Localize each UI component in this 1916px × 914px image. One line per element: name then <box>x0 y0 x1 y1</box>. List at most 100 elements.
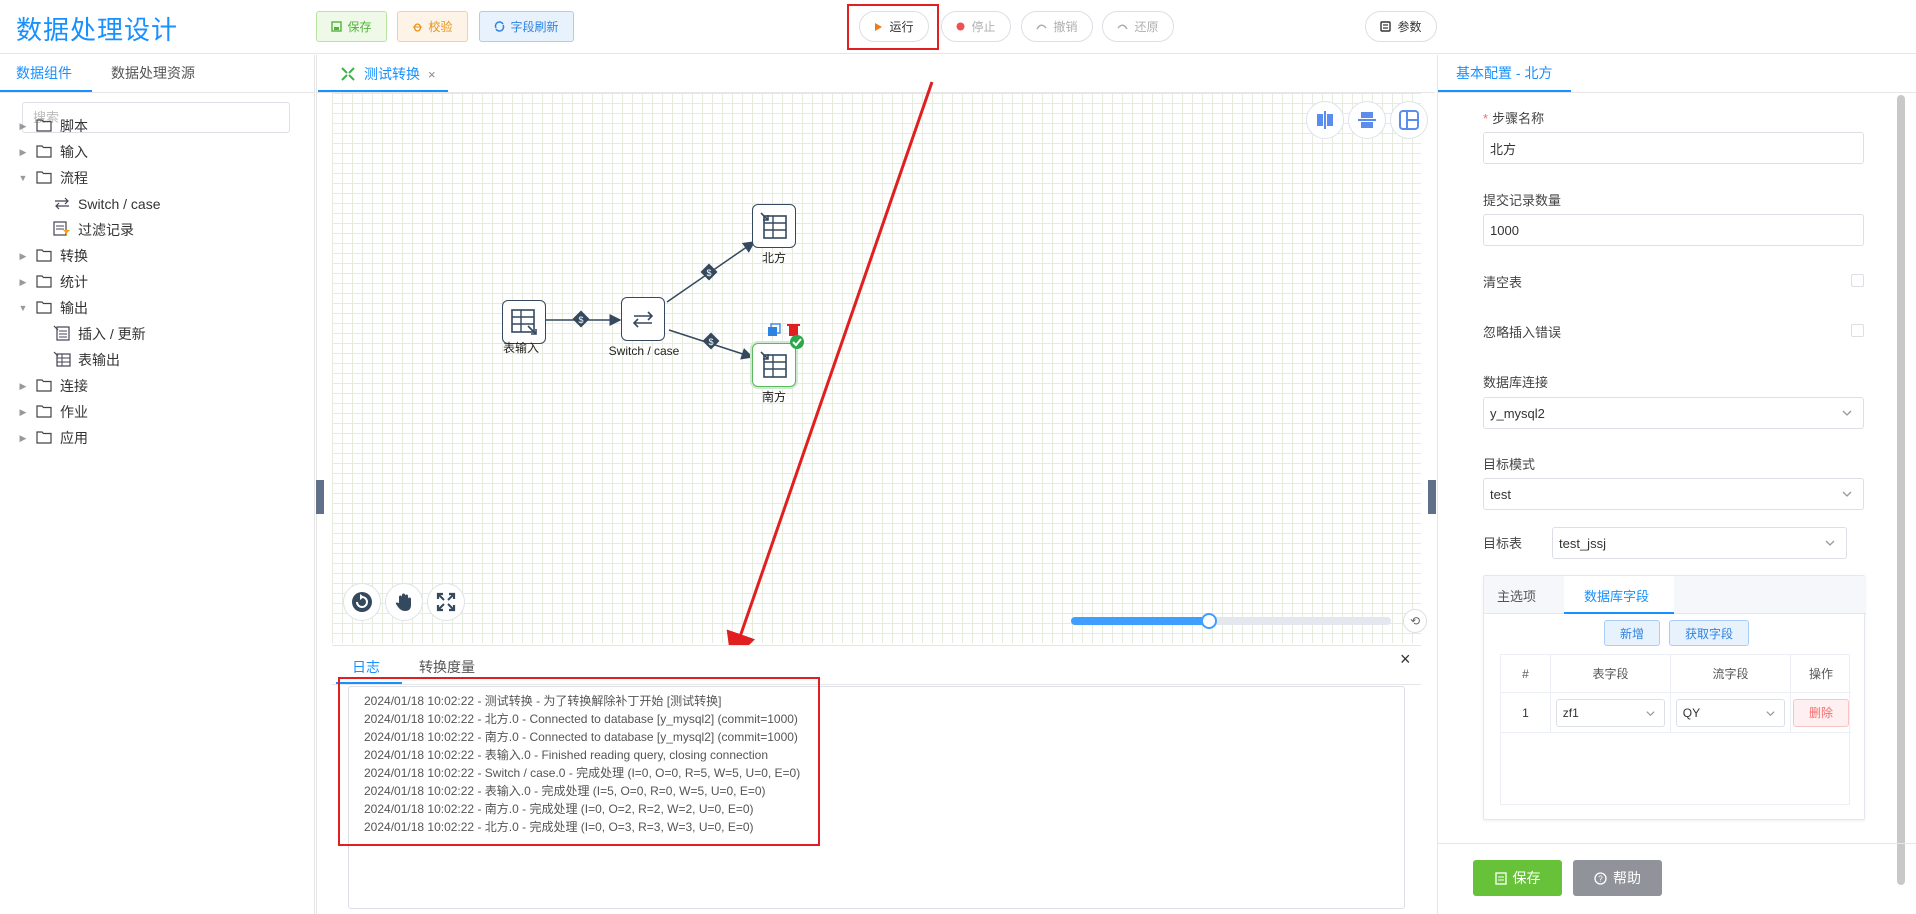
tab-data-resources[interactable]: 数据处理资源 <box>111 65 195 81</box>
col-header-action: 操作 <box>1791 655 1851 693</box>
log-lines: 2024/01/18 10:02:22 - 测试转换 - 为了转换解除补丁开始 … <box>364 692 800 836</box>
table-output-icon <box>760 212 787 239</box>
left-collapse-handle[interactable] <box>316 480 324 514</box>
caret-right-icon[interactable]: ▶ <box>19 432 27 443</box>
step-name-input[interactable]: 北方 <box>1483 132 1864 164</box>
config-save-button[interactable]: 保存 <box>1473 860 1562 896</box>
node-switch-case[interactable] <box>621 297 665 341</box>
tree-component-label: 插入 / 更新 <box>78 326 146 342</box>
add-field-button[interactable]: 新增 <box>1604 620 1660 646</box>
validate-button[interactable]: 校验 <box>397 11 468 42</box>
copy-icon[interactable] <box>768 323 781 336</box>
log-highlight-box <box>338 677 820 846</box>
hop-input-switch[interactable]: $ <box>543 310 622 328</box>
reset-view-icon[interactable] <box>343 583 381 621</box>
tree-folder-label: 应用 <box>60 430 88 446</box>
hand-pan-icon[interactable] <box>385 583 423 621</box>
close-icon[interactable]: × <box>428 66 436 82</box>
undo-button[interactable]: 撤销 <box>1021 11 1093 42</box>
tree-folder-row[interactable]: ▼输出 <box>0 295 315 321</box>
doc-tab-indicator <box>318 90 448 92</box>
db-connection-select[interactable]: y_mysql2 <box>1483 397 1864 429</box>
align-vertical-icon[interactable] <box>1348 101 1386 139</box>
caret-right-icon[interactable]: ▶ <box>19 406 27 417</box>
tree-folder-row[interactable]: ▼流程 <box>0 165 315 191</box>
caret-right-icon[interactable]: ▶ <box>19 120 27 131</box>
node-label-north: 北方 <box>761 251 787 265</box>
delete-row-button[interactable]: 删除 <box>1793 698 1849 727</box>
tree-folder-row[interactable]: ▶转换 <box>0 243 315 269</box>
hop-switch-south[interactable]: $ <box>668 329 754 360</box>
tab-metrics[interactable]: 转换度量 <box>419 659 475 675</box>
search-input[interactable] <box>22 102 290 133</box>
folder-icon <box>36 404 52 421</box>
field-refresh-button[interactable]: 字段刷新 <box>479 11 574 42</box>
app-title: 数据处理设计 <box>16 15 179 45</box>
tab-log[interactable]: 日志 <box>352 659 380 675</box>
ignore-errors-checkbox[interactable] <box>1851 324 1864 337</box>
tab-db-fields[interactable]: 数据库字段 <box>1584 589 1650 604</box>
redo-button[interactable]: 还原 <box>1102 11 1174 42</box>
annotation-arrow <box>726 81 934 663</box>
caret-right-icon[interactable]: ▶ <box>19 250 27 261</box>
help-icon: ? <box>1594 871 1607 885</box>
zoom-slider-handle[interactable] <box>1200 613 1217 629</box>
caret-right-icon[interactable]: ▶ <box>19 146 27 157</box>
table-output-icon <box>760 351 787 378</box>
tab-main-options[interactable]: 主选项 <box>1497 589 1537 604</box>
table-field-select[interactable]: zf1 <box>1555 698 1666 727</box>
tree-component-item[interactable]: Switch / case <box>0 191 315 217</box>
tree-folder-row[interactable]: ▶ 连接 <box>0 373 315 399</box>
layout-icon[interactable] <box>1390 101 1428 139</box>
tree-folder-row[interactable]: ▶ 应用 <box>0 425 315 451</box>
tree-folder-row[interactable]: ▶输入 <box>0 139 315 165</box>
delete-icon[interactable] <box>787 324 800 336</box>
align-horizontal-icon[interactable] <box>1306 101 1344 139</box>
caret-right-icon[interactable]: ▶ <box>19 276 27 287</box>
right-collapse-handle[interactable] <box>1428 480 1436 514</box>
hop-switch-north[interactable]: $ <box>666 241 756 303</box>
folder-icon <box>36 144 52 161</box>
node-table-input[interactable] <box>502 300 546 344</box>
stop-button[interactable]: 停止 <box>941 11 1011 42</box>
run-button[interactable]: 运行 <box>859 11 929 42</box>
node-south[interactable] <box>752 343 796 387</box>
caret-down-icon[interactable]: ▼ <box>18 303 28 313</box>
zoom-reset-icon[interactable]: ⟲ <box>1403 609 1427 633</box>
save-button[interactable]: 保存 <box>316 11 387 42</box>
log-line: 2024/01/18 10:02:22 - 北方.0 - 完成处理 (I=0, … <box>364 820 754 834</box>
undo-icon <box>1036 24 1048 30</box>
truncate-checkbox[interactable] <box>1851 274 1864 287</box>
target-schema-select[interactable]: test <box>1483 478 1864 510</box>
help-button[interactable]: ? 帮助 <box>1573 860 1662 896</box>
tree-folder-label: 连接 <box>60 378 88 394</box>
tab-data-components[interactable]: 数据组件 <box>16 65 72 81</box>
folder-icon <box>36 430 52 447</box>
fetch-fields-button[interactable]: 获取字段 <box>1669 620 1749 646</box>
tab-basic-config[interactable]: 基本配置 - 北方 <box>1456 65 1553 81</box>
step-name-label: *步骤名称 <box>1483 111 1545 126</box>
zoom-slider-track[interactable] <box>1071 617 1391 625</box>
stream-field-select[interactable]: QY <box>1675 698 1786 727</box>
save-button-label: 保存 <box>347 20 372 34</box>
tree-component-item[interactable]: 表输出 <box>0 347 315 373</box>
tree-folder-row[interactable]: ▶作业 <box>0 399 315 425</box>
scrollbar[interactable] <box>1897 95 1905 885</box>
log-textarea[interactable] <box>348 686 1405 909</box>
commit-size-input[interactable]: 1000 <box>1483 214 1864 246</box>
params-button[interactable]: 参数 <box>1365 11 1437 42</box>
node-north[interactable] <box>752 204 796 248</box>
flow-canvas[interactable] <box>332 93 1421 643</box>
close-icon[interactable]: × <box>1400 649 1411 669</box>
col-header-index: # <box>1501 655 1551 693</box>
tree-folder-row[interactable]: ▶统计 <box>0 269 315 295</box>
tree-component-item[interactable]: 过滤记录 <box>0 217 315 243</box>
tab-test-transform[interactable]: 测试转换 × <box>318 55 448 93</box>
svg-text:$: $ <box>708 337 713 347</box>
tree-component-item[interactable]: 插入 / 更新 <box>0 321 315 347</box>
fullscreen-icon[interactable] <box>427 583 465 621</box>
tree-folder-row[interactable]: ▶脚本 <box>0 113 315 139</box>
caret-right-icon[interactable]: ▶ <box>19 380 27 391</box>
target-table-select[interactable]: test_jssj <box>1552 527 1847 559</box>
caret-down-icon[interactable]: ▼ <box>18 173 28 183</box>
